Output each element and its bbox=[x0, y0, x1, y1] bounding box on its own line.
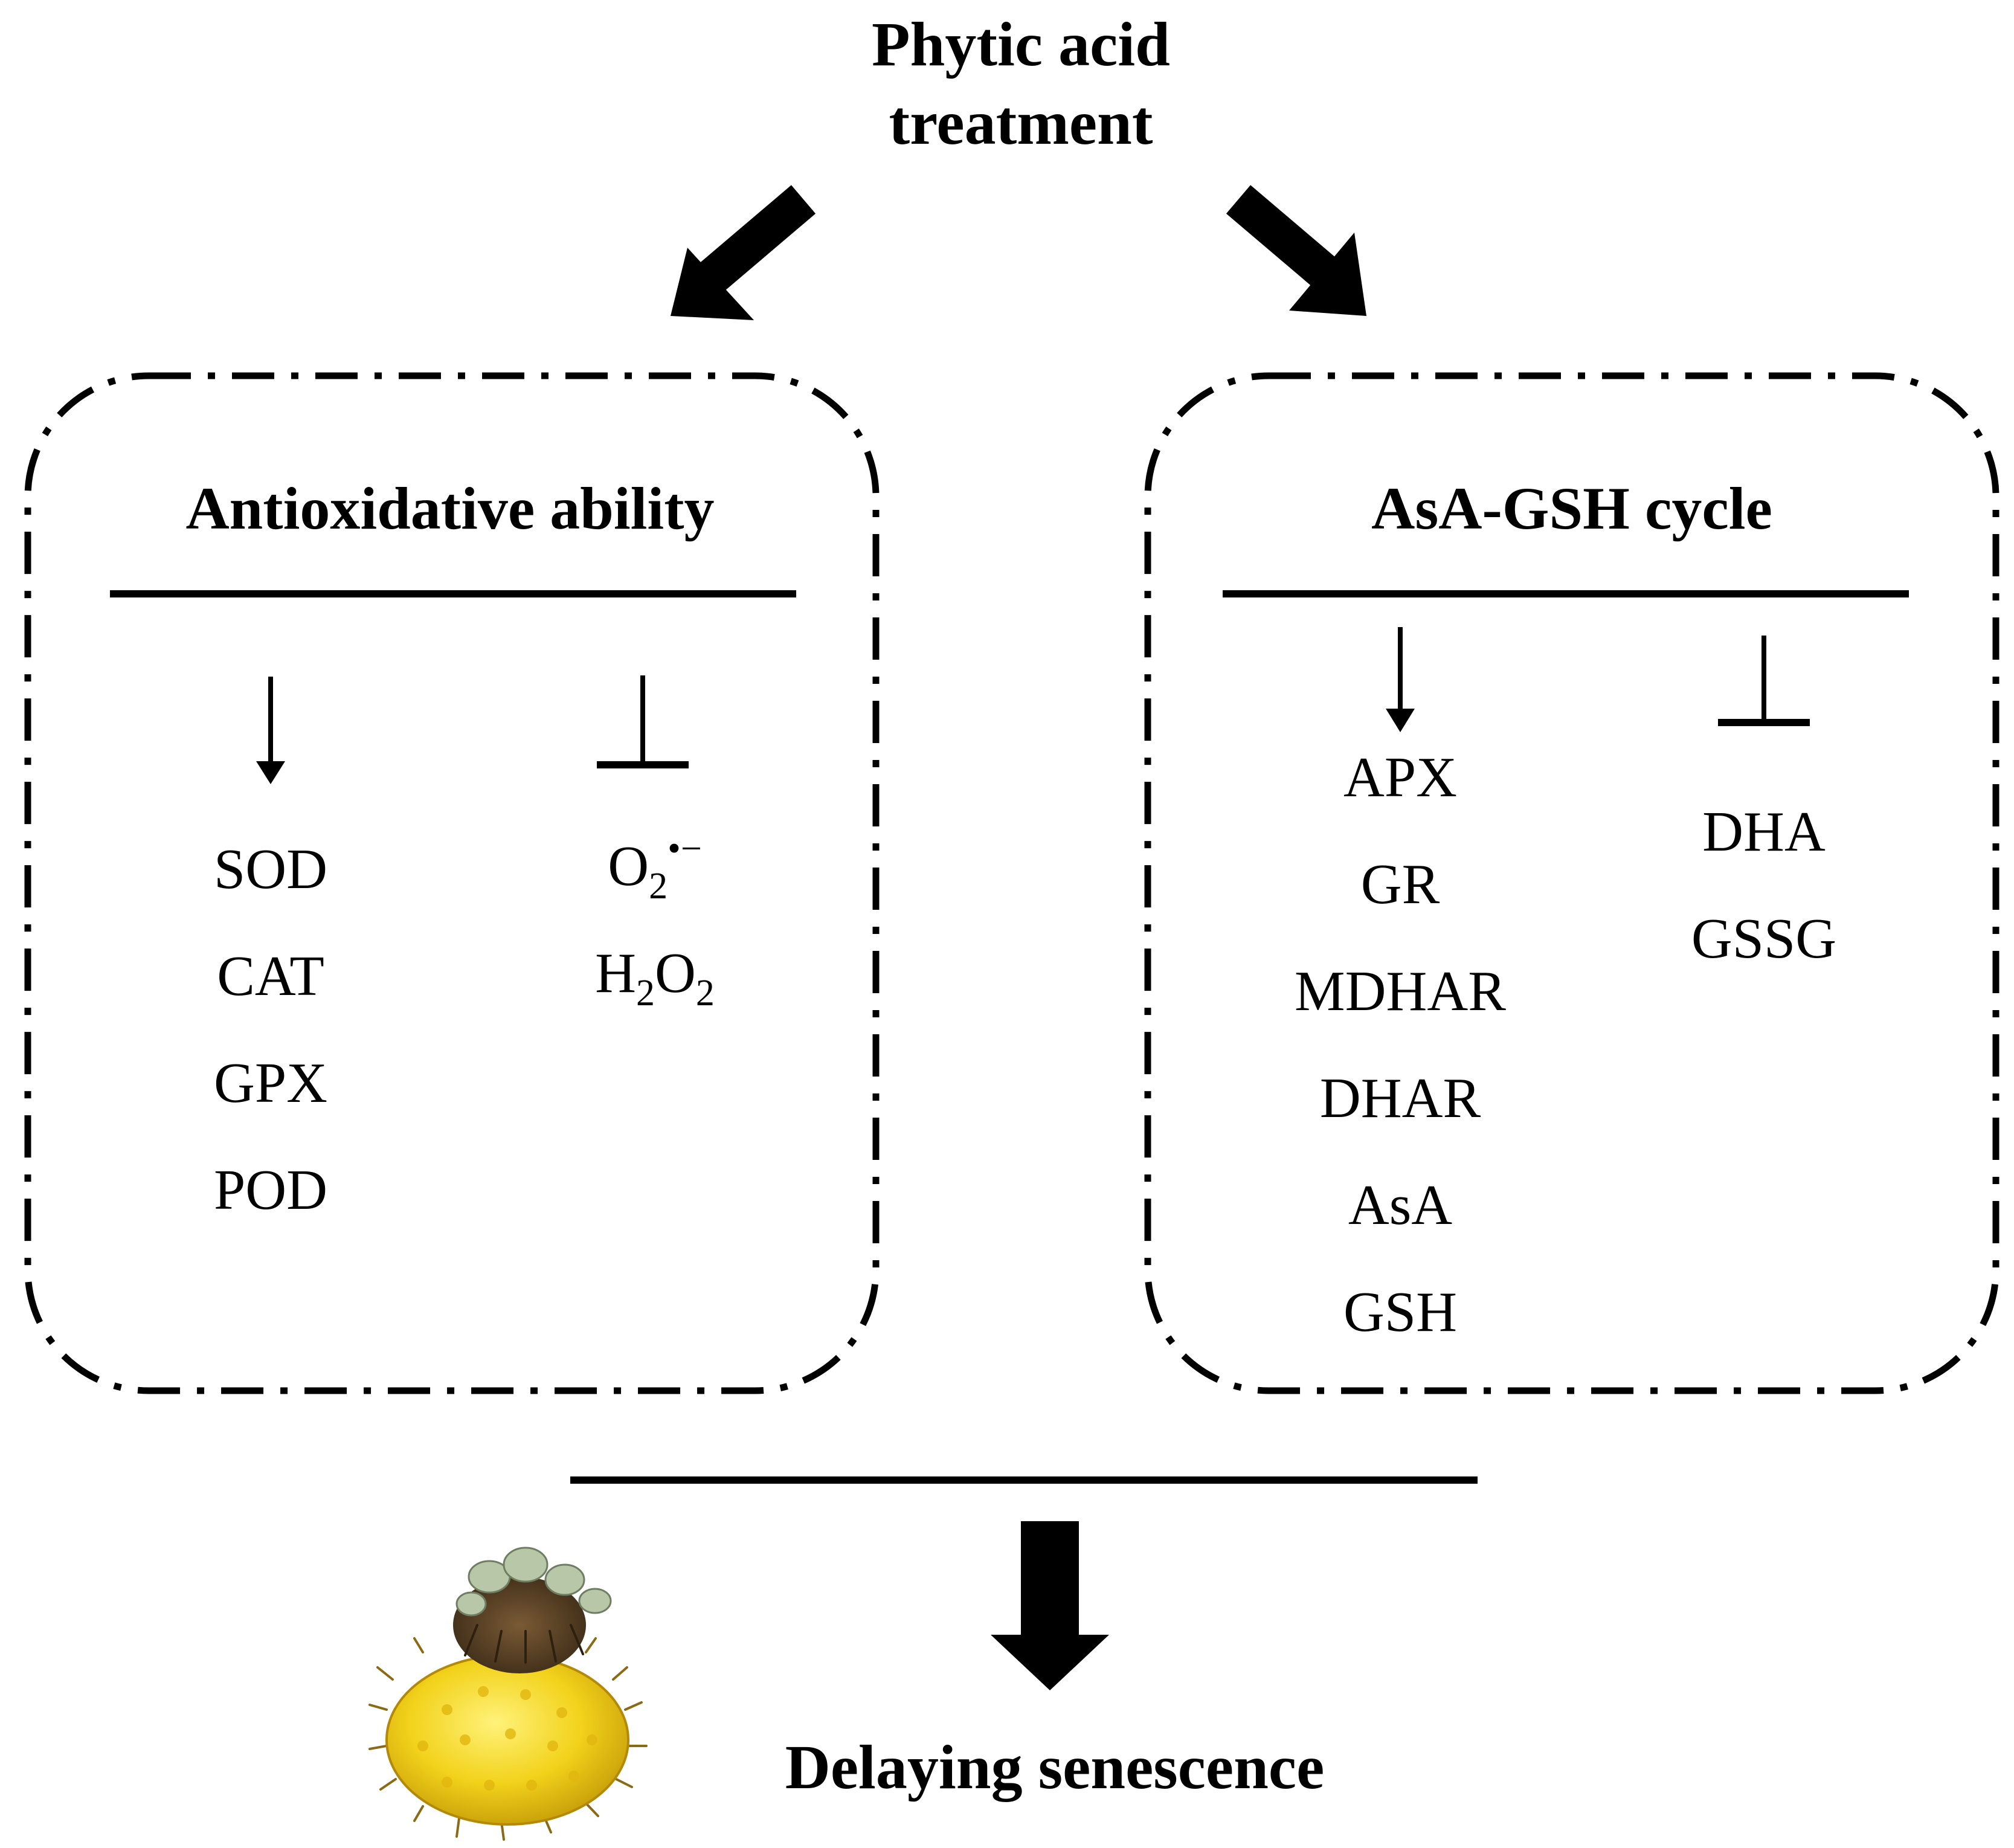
treatment-title-line1: Phytic acid bbox=[872, 10, 1170, 79]
item-dhar: DHAR bbox=[1320, 1067, 1481, 1130]
arrow-to-right-box bbox=[1226, 185, 1366, 316]
increase-arrow-icon bbox=[1386, 627, 1415, 732]
item-superoxide: O2•− bbox=[608, 828, 702, 907]
inhibition-icon bbox=[1718, 636, 1810, 726]
asa-gsh-box bbox=[1144, 372, 2000, 1394]
item-apx: APX bbox=[1343, 746, 1457, 809]
arrow-to-left-box bbox=[671, 185, 816, 320]
item-gsh: GSH bbox=[1343, 1281, 1457, 1344]
outcome-label: Delaying senescence bbox=[785, 1733, 1324, 1802]
inhibition-icon bbox=[597, 675, 689, 768]
item-dha: DHA bbox=[1702, 800, 1826, 863]
antioxidative-box bbox=[24, 372, 880, 1394]
item-asa: AsA bbox=[1348, 1174, 1452, 1237]
item-gpx: GPX bbox=[214, 1052, 327, 1115]
fruit-image bbox=[368, 1547, 648, 1841]
item-mdhar: MDHAR bbox=[1295, 960, 1506, 1023]
item-cat: CAT bbox=[217, 945, 324, 1008]
item-pod: POD bbox=[214, 1159, 327, 1222]
asa-gsh-title: AsA-GSH cycle bbox=[1371, 475, 1772, 542]
antioxidative-title: Antioxidative ability bbox=[185, 475, 714, 542]
increase-arrow-icon bbox=[256, 677, 285, 784]
item-sod: SOD bbox=[214, 838, 327, 901]
treatment-title-line2: treatment bbox=[889, 88, 1153, 158]
down-arrow-icon bbox=[991, 1521, 1109, 1690]
item-hydrogen-peroxide: H2O2 bbox=[595, 942, 715, 1014]
item-gr: GR bbox=[1361, 853, 1440, 916]
item-gssg: GSSG bbox=[1691, 907, 1836, 970]
